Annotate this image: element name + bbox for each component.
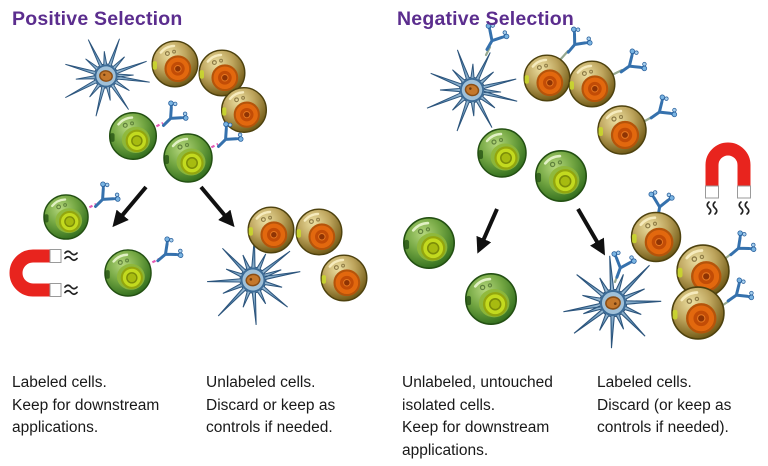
orange-cell-icon	[596, 104, 648, 156]
positive-labeled-caption: Labeled cells. Keep for downstream appli…	[12, 374, 160, 436]
green-cell-icon	[103, 248, 153, 298]
positive-selection-diagram	[9, 30, 368, 334]
orange-cell-icon	[568, 60, 616, 108]
antibody-icon	[721, 227, 760, 267]
mixed-cells-cluster	[57, 30, 268, 184]
magnet-icon	[705, 142, 751, 215]
antibody-icon	[148, 233, 187, 273]
down-left-arrow	[476, 208, 499, 254]
magnetic-field-waves-icon	[706, 201, 750, 215]
labeled-cells-outcome	[9, 178, 187, 298]
untouched-cells-outcome	[402, 216, 518, 326]
unlabeled-cells-outcome	[199, 206, 368, 334]
orange-cell-icon	[295, 208, 343, 256]
orange-cell-icon	[151, 40, 199, 88]
orange-cell-icon	[247, 206, 295, 254]
mixed-cells-cluster	[417, 19, 681, 203]
negative-untouched-caption: Unlabeled, untouched isolated cells. Kee…	[402, 374, 553, 459]
magnetic-field-waves-icon	[64, 250, 78, 296]
negative-selection-title: Negative Selection	[397, 8, 574, 30]
green-cell-icon	[476, 127, 528, 179]
dendritic-cell-icon	[554, 247, 669, 357]
antibody-stem	[558, 49, 570, 62]
antibody-icon	[642, 91, 681, 130]
orange-cell-icon	[523, 54, 571, 102]
down-right-arrow	[199, 185, 235, 228]
positive-unlabeled-caption: Unlabeled cells. Discard or keep as cont…	[206, 374, 336, 436]
down-left-arrow	[112, 185, 148, 228]
orange-cell-icon	[630, 211, 682, 263]
positive-selection-title: Positive Selection	[12, 8, 183, 30]
negative-selection-diagram	[402, 19, 760, 357]
dendritic-cell-icon	[417, 38, 529, 145]
magnet-icon	[9, 249, 78, 297]
antibody-icon	[612, 45, 651, 84]
negative-labeled-caption: Labeled cells. Discard (or keep as contr…	[597, 374, 732, 436]
green-cell-icon	[464, 272, 518, 326]
down-right-arrow	[576, 207, 606, 256]
dendritic-cell-icon	[57, 30, 157, 124]
orange-cell-icon	[670, 285, 726, 341]
green-cell-icon	[108, 111, 158, 161]
antibody-icon	[152, 97, 192, 137]
green-cell-icon	[162, 132, 214, 184]
green-cell-icon	[534, 149, 588, 203]
orange-cell-icon	[320, 254, 368, 302]
green-cell-icon	[402, 216, 456, 270]
green-cell-icon	[42, 193, 90, 241]
antibody-icon	[84, 178, 124, 218]
labeled-cells-outcome	[554, 188, 760, 357]
